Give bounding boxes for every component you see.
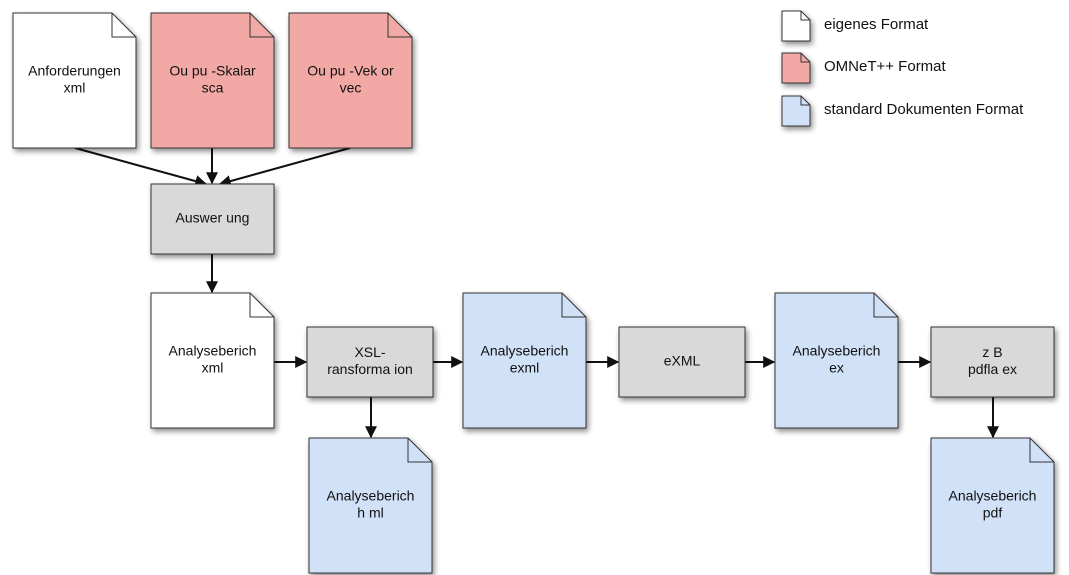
- document-shape: [930, 437, 1055, 574]
- documents.output_vektor-label-line: Ou pu -Vek or: [307, 63, 394, 79]
- documents.output_vektor-label-line: vec: [340, 80, 362, 96]
- document-shape: [150, 12, 275, 149]
- legend-label: standard Dokumenten Format: [824, 101, 1024, 118]
- documents.bericht_xml-label-line: xml: [202, 360, 224, 376]
- legend-label: OMNeT++ Format: [824, 58, 947, 75]
- process-box: [618, 326, 746, 398]
- document-fold: [873, 293, 898, 318]
- legend-swatch-document-icon: [781, 52, 811, 84]
- documents.anforderungen-label-line: Anforderungen: [28, 63, 121, 79]
- documents.bericht_xml-label-line: Analyseberich: [169, 343, 257, 359]
- documents.bericht_html-label-line: Analyseberich: [327, 488, 415, 504]
- processes.xsl-label-line: XSL-: [354, 344, 385, 360]
- legend-item: OMNeT++ Format: [781, 52, 947, 84]
- document-shape: [288, 12, 413, 149]
- process-xsl: XSL-ransforma ion: [306, 326, 434, 398]
- legend-swatch-fold: [800, 96, 810, 106]
- legend-swatch-document-icon: [781, 95, 811, 127]
- document-fold: [249, 13, 274, 38]
- document-shape: [462, 292, 587, 429]
- process-auswertung: Auswer ung: [150, 183, 275, 255]
- documents.anforderungen-label-line: xml: [64, 80, 86, 96]
- process-box: [306, 326, 434, 398]
- documents.bericht_html-label-line: h ml: [357, 505, 383, 521]
- documents.bericht_pdf-label-line: Analyseberich: [949, 488, 1037, 504]
- legend-item: standard Dokumenten Format: [781, 95, 1024, 127]
- documents.bericht_exml-label-line: exml: [510, 360, 540, 376]
- edges-layer: [74, 147, 999, 439]
- processes.exml-label-line: eXML: [664, 353, 701, 369]
- processes.auswertung-label-line: Auswer ung: [176, 210, 250, 226]
- legend-swatch-document-icon: [781, 10, 811, 42]
- legend-item: eigenes Format: [781, 10, 929, 42]
- processes.pdflatex-label-line: pdfla ex: [968, 361, 1017, 377]
- documents.output_skalar-label-line: sca: [202, 80, 224, 96]
- documents.output_skalar-label-line: Ou pu -Skalar: [169, 63, 256, 79]
- documents.bericht_pdf-label-line: pdf: [983, 505, 1003, 521]
- document-fold: [407, 438, 432, 463]
- arrow-anforderungen-to-auswertung: [74, 147, 208, 187]
- legend-swatch-fold: [800, 11, 810, 21]
- document-shape: [150, 292, 275, 429]
- documents.bericht_exml-label-line: Analyseberich: [481, 343, 569, 359]
- document-shape: [12, 12, 137, 149]
- legend-swatch-fold: [800, 53, 810, 63]
- documents.bericht_ex-label-line: ex: [829, 360, 844, 376]
- processes.xsl-label-line: ransforma ion: [327, 361, 413, 377]
- legend-label: eigenes Format: [824, 16, 929, 33]
- documents.bericht_ex-label-line: Analyseberich: [793, 343, 881, 359]
- document-fold: [249, 293, 274, 318]
- document-fold: [387, 13, 412, 38]
- process-box: [150, 183, 275, 255]
- processes.pdflatex-label-line: z B: [982, 344, 1002, 360]
- document-fold: [561, 293, 586, 318]
- document-shape: [774, 292, 899, 429]
- document-fold: [111, 13, 136, 38]
- process-box: [930, 326, 1055, 398]
- arrow-output-vektor-to-auswertung: [218, 147, 351, 187]
- document-shape: [308, 437, 433, 574]
- document-fold: [1029, 438, 1054, 463]
- process-exml: eXML: [618, 326, 746, 398]
